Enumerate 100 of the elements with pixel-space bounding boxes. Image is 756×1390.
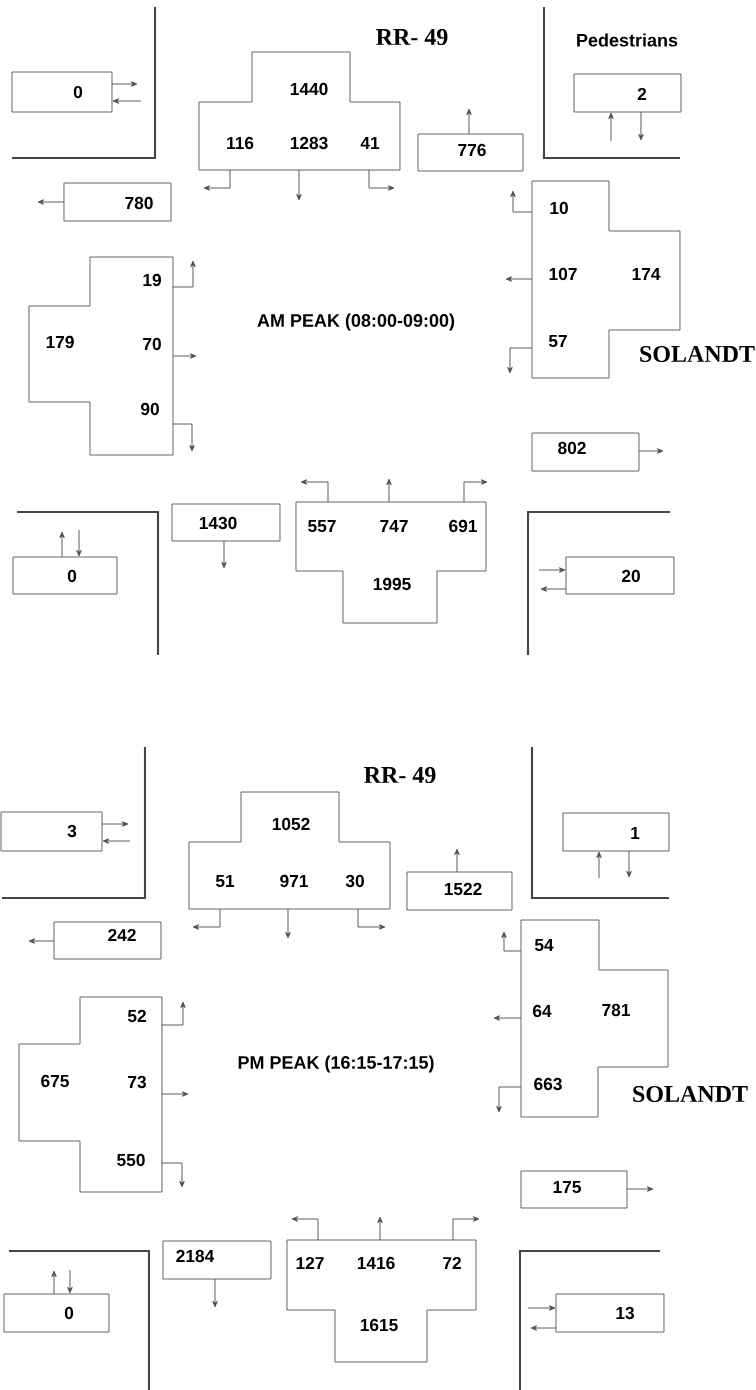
volume-number: 20 — [621, 569, 640, 583]
arrow — [112, 98, 142, 104]
volume-number: 781 — [602, 1003, 630, 1017]
volume-number: 90 — [140, 402, 159, 416]
arrow — [596, 851, 602, 879]
volume-number: 107 — [549, 267, 577, 281]
arrow — [638, 111, 644, 141]
road-name: SOLANDT — [633, 1085, 748, 1103]
volume-number: 663 — [534, 1077, 562, 1091]
arrow — [285, 908, 291, 939]
volume-number: 64 — [533, 1004, 552, 1018]
volume-number: 19 — [143, 273, 161, 287]
volume-number: 1283 — [290, 136, 328, 150]
arrow — [454, 848, 460, 873]
volume-number: 0 — [64, 1306, 74, 1320]
arrow — [386, 478, 392, 503]
arrow — [172, 353, 197, 359]
volume-number: 0 — [73, 85, 83, 99]
volume-number: 51 — [215, 874, 235, 888]
volume-number: 57 — [548, 334, 567, 348]
volume-number: 1 — [631, 827, 640, 839]
period-title: AM PEAK (08:00-09:00) — [257, 313, 455, 331]
volume-number: 691 — [449, 519, 477, 533]
volume-number: 13 — [616, 1306, 634, 1320]
arrow — [212, 1278, 218, 1308]
arrow — [505, 276, 533, 282]
arrow — [192, 908, 221, 930]
volume-number: 1430 — [199, 516, 237, 530]
arrow — [67, 1269, 73, 1294]
volume-number: 179 — [46, 335, 74, 349]
arrow — [510, 190, 533, 213]
arrow — [296, 169, 302, 201]
arrow — [111, 81, 138, 87]
arrow — [37, 199, 65, 205]
arrow — [28, 938, 55, 944]
arrow — [501, 931, 522, 952]
volume-number: 54 — [534, 938, 554, 952]
arrow — [161, 1001, 186, 1026]
volume-number: 70 — [143, 337, 161, 351]
volume-number: 780 — [125, 196, 153, 210]
road-name: RR- 49 — [376, 28, 448, 46]
volume-number: 3 — [67, 824, 77, 838]
arrow — [102, 838, 131, 844]
volume-number: 1522 — [444, 882, 482, 896]
volume-number: 72 — [443, 1256, 461, 1270]
volume-number: 557 — [308, 519, 336, 533]
volume-number: 127 — [296, 1256, 324, 1270]
arrow — [172, 260, 196, 288]
arrow — [51, 1270, 57, 1295]
arrow — [203, 169, 231, 191]
road-name: SOLANDT — [640, 345, 755, 363]
volume-number: 550 — [117, 1153, 145, 1167]
volume-number: 675 — [41, 1074, 69, 1088]
arrow — [493, 1015, 522, 1021]
arrow — [161, 1091, 189, 1097]
arrow — [101, 821, 129, 827]
column-heading: Pedestrians — [577, 33, 678, 47]
volume-number: 242 — [108, 928, 136, 942]
volume-number: 2 — [637, 87, 647, 101]
volume-number: 116 — [227, 136, 254, 150]
volume-number: 175 — [553, 1180, 581, 1194]
volume-number: 1615 — [360, 1318, 398, 1332]
arrow — [76, 529, 82, 557]
arrow — [538, 567, 566, 573]
arrow — [161, 1162, 185, 1188]
arrow — [626, 850, 632, 878]
volume-number: 747 — [380, 520, 408, 532]
arrow — [221, 540, 227, 569]
period-title: PM PEAK (16:15-17:15) — [238, 1055, 434, 1073]
arrow — [172, 423, 195, 452]
arrow — [527, 1305, 556, 1311]
volume-number: 1052 — [272, 817, 310, 831]
arrow — [59, 531, 65, 558]
volume-number: 1440 — [290, 82, 328, 96]
arrow — [291, 1216, 319, 1241]
arrow — [466, 108, 472, 135]
volume-number: 802 — [558, 441, 586, 455]
arrow — [507, 347, 533, 374]
arrow — [368, 169, 395, 191]
volume-number: 2184 — [176, 1249, 215, 1263]
arrow — [540, 586, 567, 592]
arrow — [463, 479, 488, 503]
arrow — [626, 1186, 654, 1192]
volume-number: 10 — [550, 201, 568, 215]
volume-number: 776 — [458, 143, 486, 157]
volume-number: 1995 — [373, 577, 411, 591]
volume-number: 52 — [127, 1009, 146, 1023]
volume-number: 971 — [280, 874, 308, 888]
arrow — [496, 1086, 522, 1113]
arrow — [357, 908, 386, 930]
volume-number: 1416 — [357, 1256, 395, 1270]
arrow — [638, 448, 664, 454]
arrow — [608, 112, 614, 142]
volume-number: 0 — [67, 569, 77, 583]
volume-number: 30 — [345, 874, 364, 888]
arrow — [377, 1216, 383, 1241]
arrow — [452, 1216, 480, 1241]
volume-number: 41 — [360, 137, 380, 149]
arrow — [300, 479, 329, 503]
road-name: RR- 49 — [364, 766, 436, 784]
